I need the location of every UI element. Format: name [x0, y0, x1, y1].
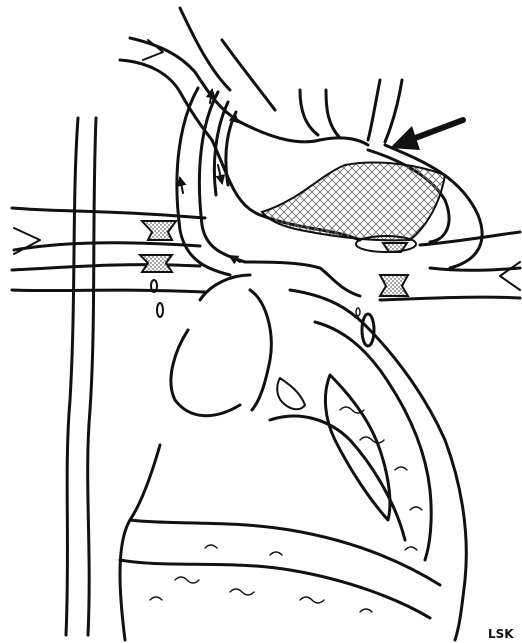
pulmonary-bands-left	[140, 221, 176, 317]
pulmonary-bands-right	[356, 236, 416, 296]
right-arrow-icon	[390, 120, 463, 150]
heart-body	[120, 290, 466, 640]
hatched-arch-segment	[262, 162, 445, 240]
flow-arrow-icon	[180, 178, 183, 193]
superior-vena-cava	[66, 118, 96, 635]
shunt-conduit	[177, 88, 245, 275]
flow-arrow-icon	[218, 165, 222, 183]
artist-signature: LSK	[488, 627, 514, 641]
main-pulmonary-artery	[171, 262, 360, 416]
myocardium-texture	[150, 407, 422, 612]
arch-branches	[120, 8, 402, 142]
